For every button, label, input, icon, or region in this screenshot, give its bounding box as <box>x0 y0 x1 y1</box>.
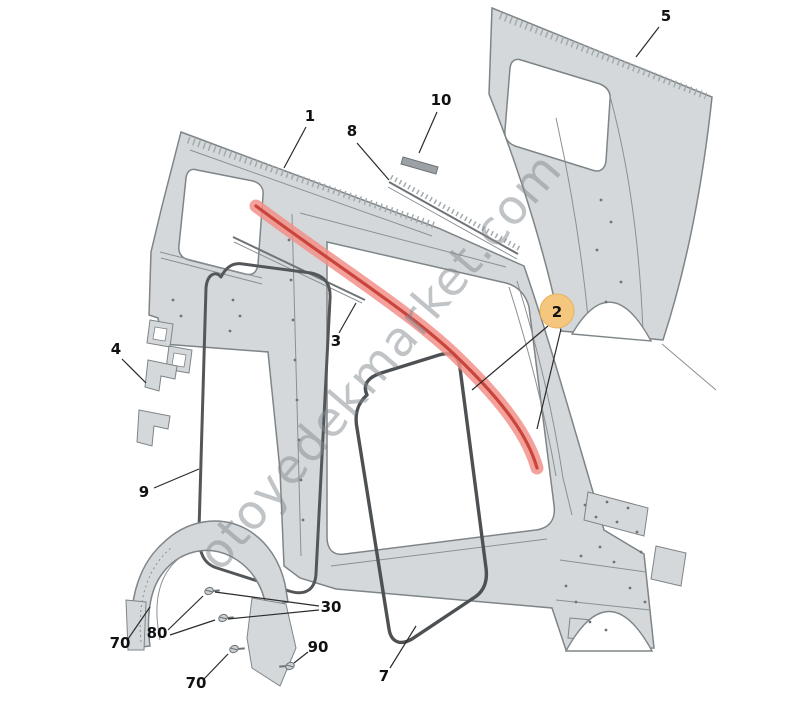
callout-label-90: 90 <box>308 638 329 656</box>
callout-labels: 1 5 10 8 3 4 9 7 30 70 80 70 90 <box>110 7 672 692</box>
wheel-arch-liner <box>125 520 297 687</box>
badge-label: 2 <box>552 303 562 321</box>
door-seal-rear <box>197 262 332 595</box>
rear-quarter-panel <box>488 6 717 391</box>
callout-label-3: 3 <box>331 332 341 350</box>
callout-label-80: 80 <box>147 624 168 642</box>
rear-wheel-arch-cutout <box>564 611 654 652</box>
highlight-badge: 2 <box>539 293 575 329</box>
callout-label-30: 30 <box>321 598 342 616</box>
callout-label-70b: 70 <box>186 674 207 692</box>
floor-bracket <box>583 491 649 537</box>
wheel-arch-cutout <box>570 301 653 342</box>
leader-lines <box>121 26 660 680</box>
screw-icon <box>202 582 221 598</box>
callout-label-70: 70 <box>110 634 131 652</box>
highlight-core-line <box>254 204 539 470</box>
highlighted-door-frame-seal <box>249 199 544 475</box>
callout-label-8: 8 <box>347 122 357 140</box>
drip-rail-strip <box>387 174 522 260</box>
callout-label-9: 9 <box>139 483 149 501</box>
liner-flange <box>125 599 147 651</box>
callout-label-5: 5 <box>661 7 671 25</box>
spot-welds <box>171 238 647 632</box>
callout-label-1: 1 <box>305 107 315 125</box>
badge-circle <box>539 293 575 329</box>
rail-end-strip <box>400 156 439 175</box>
spot-welds <box>595 198 623 304</box>
mounting-brackets <box>136 359 178 447</box>
side-bracket <box>650 545 687 587</box>
door-seal-front <box>354 351 489 645</box>
callout-label-4: 4 <box>111 340 121 358</box>
panel-hatching <box>498 12 708 100</box>
screw-icon <box>216 609 235 625</box>
liner-flap <box>246 597 297 687</box>
callout-label-7: 7 <box>379 667 389 685</box>
callout-label-10: 10 <box>431 91 452 109</box>
screw-icon <box>227 640 246 656</box>
